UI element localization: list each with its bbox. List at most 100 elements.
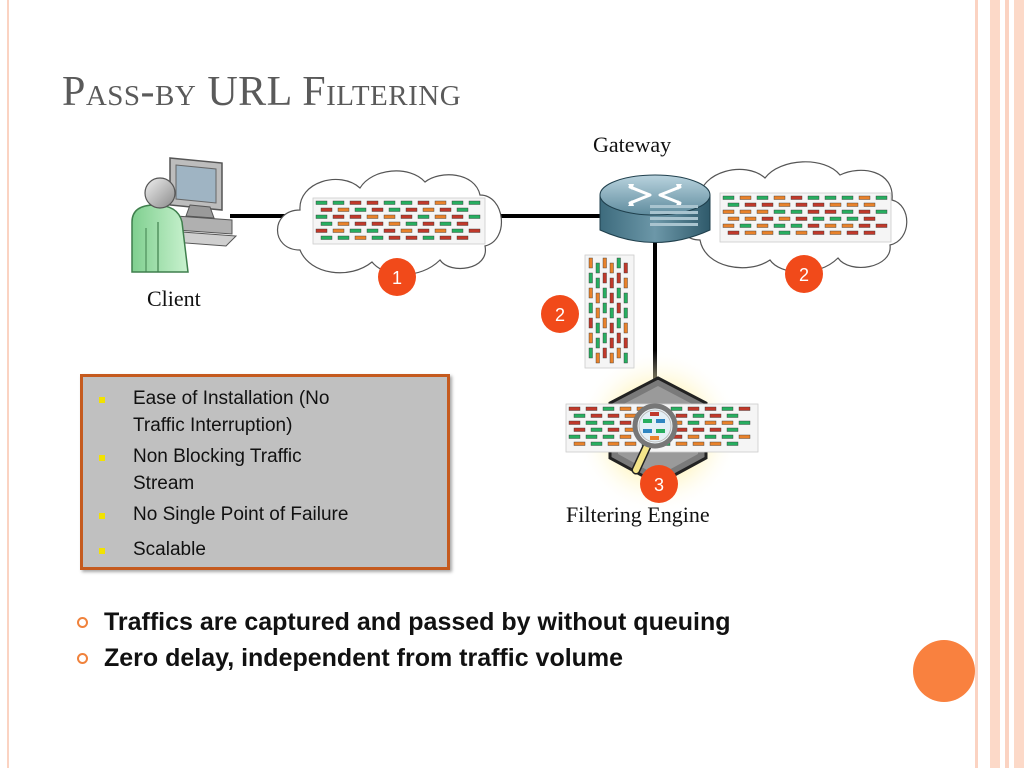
packet-icon xyxy=(337,207,350,212)
features-list: Ease of Installation (No Traffic Interru… xyxy=(83,377,447,563)
feature-text: Ease of Installation (No xyxy=(133,388,330,409)
border-line-left xyxy=(7,0,9,768)
packet-icon xyxy=(739,223,752,228)
packet-icon xyxy=(590,413,603,418)
filtering-engine-label: Filtering Engine xyxy=(566,502,710,527)
packet-icon xyxy=(790,223,803,228)
packet-icon xyxy=(590,427,603,432)
packet-icon xyxy=(795,202,808,207)
packet-icon xyxy=(727,216,740,221)
packet-icon xyxy=(332,228,345,233)
packet-icon xyxy=(875,223,888,228)
packet-icon xyxy=(616,317,621,329)
packet-icon xyxy=(795,216,808,221)
packet-icon xyxy=(588,257,593,269)
packet-icon xyxy=(778,216,791,221)
packet-icon xyxy=(585,434,598,439)
slide-title: Pass-by URL Filtering xyxy=(62,69,462,115)
feature-text: Non Blocking Traffic xyxy=(133,446,302,467)
packet-icon xyxy=(722,195,735,200)
packet-icon xyxy=(602,434,615,439)
packet-icon xyxy=(595,337,600,349)
packet-icon xyxy=(773,195,786,200)
packet-icon xyxy=(451,214,464,219)
packet-icon xyxy=(405,207,418,212)
gateway-label: Gateway xyxy=(593,132,672,157)
packet-icon xyxy=(727,230,740,235)
feature-item: Scalable xyxy=(97,536,439,563)
packet-icon xyxy=(761,202,774,207)
packet-icon xyxy=(687,434,700,439)
packet-icon xyxy=(623,292,628,304)
step-badge-3: 3 xyxy=(640,465,678,503)
feature-item: No Single Point of Failure xyxy=(97,501,439,528)
packet-icon xyxy=(790,195,803,200)
packet-icon xyxy=(756,223,769,228)
step-badge-2-mirror: 2 xyxy=(541,295,579,333)
packet-icon xyxy=(863,230,876,235)
packet-icon xyxy=(451,200,464,205)
packet-icon xyxy=(354,235,367,240)
summary-bullet: Traffics are captured and passed by with… xyxy=(72,604,731,640)
packet-icon xyxy=(609,337,614,349)
packet-icon xyxy=(623,337,628,349)
packet-icon xyxy=(434,200,447,205)
packet-icon xyxy=(829,216,842,221)
packet-icon xyxy=(588,302,593,314)
bullet-ring-icon xyxy=(77,617,88,628)
packet-icon xyxy=(607,441,620,446)
packet-icon xyxy=(607,413,620,418)
packet-icon xyxy=(739,195,752,200)
border-stripe xyxy=(990,0,1000,768)
packet-icon xyxy=(371,207,384,212)
packet-icon xyxy=(846,216,859,221)
bullet-square-icon xyxy=(99,513,105,519)
border-stripe xyxy=(1014,0,1024,768)
packet-icon xyxy=(863,216,876,221)
packet-icon xyxy=(829,230,842,235)
packet-icon xyxy=(623,322,628,334)
bullet-square-icon xyxy=(99,397,105,403)
packet-icon xyxy=(778,202,791,207)
packet-icon xyxy=(602,420,615,425)
packet-icon xyxy=(727,202,740,207)
packet-icon xyxy=(588,287,593,299)
packet-icon xyxy=(388,235,401,240)
summary-bullet-text: Zero delay, independent from traffic vol… xyxy=(104,644,624,672)
packet-icon xyxy=(456,235,469,240)
packet-icon xyxy=(383,200,396,205)
packet-icon xyxy=(675,441,688,446)
packet-icon xyxy=(841,209,854,214)
packet-icon xyxy=(320,235,333,240)
step-badge-text: 1 xyxy=(392,268,402,288)
packet-icon xyxy=(417,200,430,205)
packet-icon xyxy=(602,302,607,314)
bullet-square-icon xyxy=(99,455,105,461)
packet-icon xyxy=(573,427,586,432)
packet-icon xyxy=(726,441,739,446)
packet-icon xyxy=(422,221,435,226)
packet-icon xyxy=(692,441,705,446)
packet-icon xyxy=(609,292,614,304)
packet-icon xyxy=(568,434,581,439)
packet-icon xyxy=(595,352,600,364)
packet-icon xyxy=(616,332,621,344)
packet-icon xyxy=(761,216,774,221)
packet-icon xyxy=(721,420,734,425)
packet-icon xyxy=(721,406,734,411)
features-box: Ease of Installation (No Traffic Interru… xyxy=(80,374,450,570)
packet-icon xyxy=(670,406,683,411)
packet-icon xyxy=(320,221,333,226)
packet-icon xyxy=(807,209,820,214)
packet-icon xyxy=(349,200,362,205)
packet-icon xyxy=(602,257,607,269)
feature-text: No Single Point of Failure xyxy=(133,504,349,525)
packet-icon xyxy=(616,287,621,299)
packet-icon xyxy=(595,277,600,289)
packet-icon xyxy=(721,434,734,439)
packet-icon xyxy=(371,235,384,240)
feature-text: Traffic Interruption) xyxy=(133,415,293,436)
packet-icon xyxy=(858,195,871,200)
packet-icon xyxy=(709,413,722,418)
packet-icon xyxy=(609,307,614,319)
